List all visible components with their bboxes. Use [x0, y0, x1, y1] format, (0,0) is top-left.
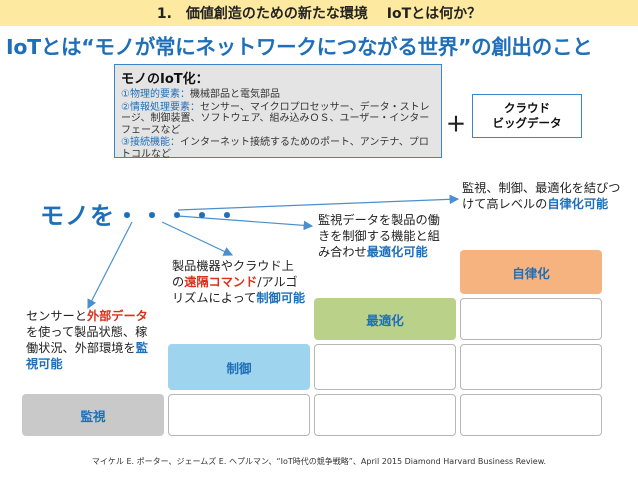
- note-monitor-mid: を使って製品状態、稼働状況、外部環境を: [26, 325, 148, 355]
- note-autonomy-blue: 自律化可能: [547, 197, 609, 211]
- arrow-to-optimize: [177, 215, 314, 231]
- level-optimize: 最適化: [314, 298, 456, 340]
- arrow-to-autonomy: [177, 194, 460, 211]
- cloud-label: クラウド: [504, 101, 550, 115]
- note-control: 製品機器やクラウド上の遠隔コマンド/アルゴリズムによって制御可能: [172, 258, 306, 306]
- note-monitor-blue: 監視可能: [26, 341, 148, 371]
- level-autonomy: 自律化: [460, 250, 602, 294]
- level-monitor-label: 監視: [80, 408, 106, 424]
- level-control: 制御: [168, 344, 310, 390]
- level-monitor: 監視: [22, 394, 164, 436]
- bigdata-label: ビッグデータ: [492, 116, 562, 130]
- element-physical: ①物理的要素：機械部品と電気部品: [121, 89, 435, 101]
- mono-label: モノを・・・・・: [40, 202, 240, 230]
- element-physical-label: ①物理的要素：: [121, 89, 190, 100]
- element-processing-label: ②情報処理要素：: [121, 101, 200, 113]
- element-connectivity-label: ③接続機能：: [121, 137, 180, 148]
- level-optimize-label: 最適化: [366, 312, 404, 328]
- element-physical-text: 機械部品と電気部品: [189, 89, 280, 100]
- note-control-mid: /アルゴリズムによって: [172, 275, 298, 305]
- note-monitor-red: 外部データ: [86, 309, 148, 323]
- level-control-label: 制御: [226, 360, 252, 376]
- grid-cell: [460, 298, 602, 340]
- note-optimize: 監視データを製品の働きを制御する機能と組み合わせ最適化可能: [318, 212, 448, 260]
- note-monitor: センサーと外部データを使って製品状態、稼働状況、外部環境を監視可能: [26, 308, 154, 372]
- main-title: IoTとは“モノが常にネットワークにつながる世界”の創出のこと: [6, 35, 593, 59]
- note-optimize-blue: 最適化可能: [366, 245, 428, 259]
- element-processing: ②情報処理要素：センサー、マイクロプロセッサー、データ・ストレージ、制御装置、ソ…: [121, 102, 435, 137]
- element-connectivity-text: インターネット接続するためのポート、アンテナ、プロトコルなど: [121, 137, 429, 160]
- cloud-bigdata-box: クラウド ビッグデータ: [472, 94, 582, 138]
- note-optimize-pre: 監視データを製品の働きを制御する機能と組み合わせ: [318, 213, 440, 259]
- element-processing-text: センサー、マイクロプロセッサー、データ・ストレージ、制御装置、ソフトウェア、組み…: [121, 101, 430, 136]
- section-header: 1. 価値創造のための新たな環境 IoTとは何か？: [0, 0, 638, 26]
- grid-cell: [460, 394, 602, 436]
- arrow-to-control: [161, 221, 234, 256]
- note-control-pre: 製品機器やクラウド上の: [172, 259, 294, 289]
- grid-cell: [314, 394, 456, 436]
- section-header-title: 1. 価値創造のための新たな環境 IoTとは何か？: [156, 6, 482, 22]
- note-monitor-pre: センサーと: [26, 309, 87, 323]
- grid-cell: [460, 344, 602, 390]
- citation: マイケル E. ポーター、ジェームズ E. ヘプルマン、“IoT時代の競争戦略”…: [91, 457, 547, 466]
- grid-cell: [314, 344, 456, 390]
- things-iot-box: モノのIoT化： ①物理的要素：機械部品と電気部品 ②情報処理要素：センサー、マ…: [114, 64, 442, 160]
- grid-cell: [168, 394, 310, 436]
- note-autonomy-pre: 監視、制御、最適化を結びつけて高レベルの: [462, 181, 621, 211]
- note-autonomy: 監視、制御、最適化を結びつけて高レベルの自律化可能: [462, 180, 622, 212]
- plus-sign: ＋: [446, 112, 466, 136]
- note-control-blue: 制御可能: [256, 291, 306, 305]
- things-box-title: モノのIoT化：: [121, 72, 209, 87]
- element-connectivity: ③接続機能：インターネット接続するためのポート、アンテナ、プロトコルなど: [121, 137, 435, 160]
- level-autonomy-label: 自律化: [512, 265, 550, 281]
- note-control-red: 遠隔コマンド: [184, 275, 258, 289]
- arrow-to-monitor: [87, 221, 133, 310]
